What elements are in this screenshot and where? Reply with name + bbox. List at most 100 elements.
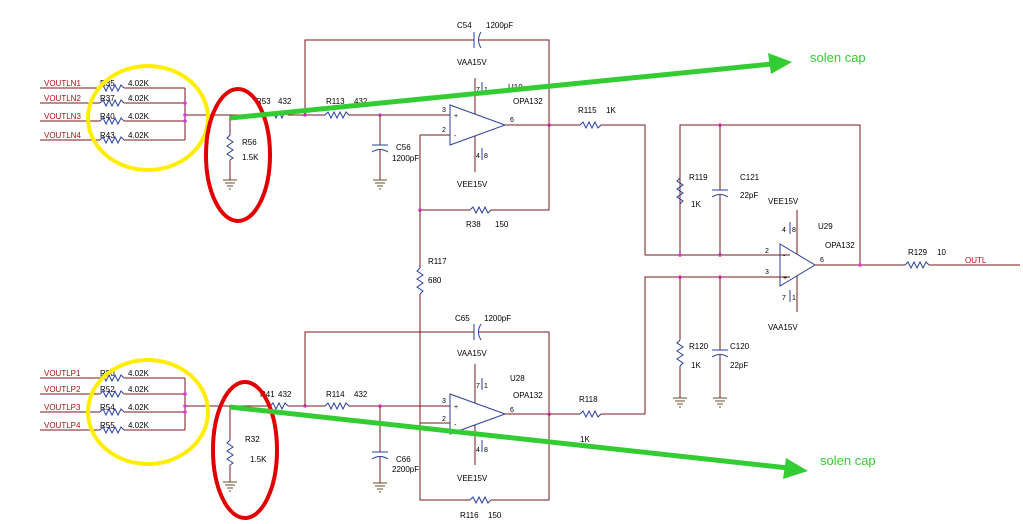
ref-r52: R52 xyxy=(100,385,115,394)
pin-u28-3: 3 xyxy=(442,398,446,405)
ref-r32: R32 xyxy=(245,435,260,444)
pin-u29-6: 6 xyxy=(820,257,824,264)
bottom-series-resistors: R41 432 R114 432 xyxy=(260,390,440,411)
net-voutlp1: VOUTLP1 xyxy=(44,369,81,378)
ref-r56: R56 xyxy=(242,138,257,147)
capacitor-c54: C54 1200pF xyxy=(304,21,550,125)
arrow-top xyxy=(229,53,792,121)
ref-c120: C120 xyxy=(730,342,750,351)
pin-u28-7: 7 xyxy=(476,383,480,390)
output-stage: R119 1K C121 22pF R120 1K C120 22pF - + … xyxy=(672,123,1020,408)
ref-c66: C66 xyxy=(396,455,411,464)
resistor-r118: R118 1K xyxy=(549,276,790,444)
svg-text:-: - xyxy=(783,253,786,260)
u28-vpos: VAA15V xyxy=(457,349,487,358)
val-c120: 22pF xyxy=(730,361,748,370)
u29-ref: U29 xyxy=(818,222,833,231)
val-r114: 432 xyxy=(354,390,368,399)
u29-part: OPA132 xyxy=(825,241,855,250)
svg-text:+: + xyxy=(783,275,787,282)
svg-text:-: - xyxy=(454,422,457,429)
pin-u29-7: 7 xyxy=(782,295,786,302)
val-r113: 432 xyxy=(354,97,368,106)
val-r50: 4.02K xyxy=(128,369,150,378)
arrow-bottom xyxy=(229,404,808,479)
val-r116: 150 xyxy=(488,511,502,520)
pin-u29-4: 4 xyxy=(782,227,786,234)
pin-u28-8: 8 xyxy=(484,447,488,454)
net-voutln2: VOUTLN2 xyxy=(44,94,81,103)
red-highlight-r32 xyxy=(211,380,279,520)
u10-part: OPA132 xyxy=(513,97,543,106)
ref-r120: R120 xyxy=(689,342,709,351)
ref-c65: C65 xyxy=(455,314,470,323)
ref-r114: R114 xyxy=(326,390,345,399)
svg-text:-: - xyxy=(454,133,457,140)
val-r56: 1.5K xyxy=(242,153,259,162)
pin-u28-6: 6 xyxy=(510,407,514,414)
pin-u28-2: 2 xyxy=(442,416,446,423)
bottom-input-network: VOUTLP1 VOUTLP2 VOUTLP3 VOUTLP4 R50 4.02… xyxy=(40,369,265,435)
net-voutlp4: VOUTLP4 xyxy=(44,421,81,430)
val-r52: 4.02K xyxy=(128,385,150,394)
ref-r35: R35 xyxy=(100,79,115,88)
pin-u10-7: 7 xyxy=(476,87,480,94)
ref-r43: R43 xyxy=(100,131,115,140)
ref-r116: R116 xyxy=(460,511,479,520)
u29-vpos: VAA15V xyxy=(768,323,798,332)
val-c121: 22pF xyxy=(740,191,758,200)
val-r117: 680 xyxy=(428,276,442,285)
ref-r119: R119 xyxy=(689,173,708,182)
net-voutln3: VOUTLN3 xyxy=(44,112,81,121)
resistor-r56: R56 1.5K xyxy=(222,115,259,190)
u28-vneg: VEE15V xyxy=(457,474,488,483)
u28-part: OPA132 xyxy=(513,391,543,400)
u29-vneg: VEE15V xyxy=(768,197,799,206)
resistor-r115: R115 1K xyxy=(549,106,790,256)
val-c66: 2200pF xyxy=(392,465,419,474)
val-c56: 1200pF xyxy=(392,154,419,163)
capacitor-c65: C65 1200pF xyxy=(304,314,550,414)
red-highlight-r56 xyxy=(204,87,272,223)
resistor-r32: R32 1.5K xyxy=(222,406,267,492)
val-r115: 1K xyxy=(606,106,616,115)
ref-r117: R117 xyxy=(428,257,447,266)
svg-text:+: + xyxy=(454,404,458,411)
ref-r37: R37 xyxy=(100,94,115,103)
val-r40: 4.02K xyxy=(128,112,150,121)
net-voutlp2: VOUTLP2 xyxy=(44,385,81,394)
val-r129: 10 xyxy=(937,248,946,257)
ref-r53: R53 xyxy=(256,97,271,106)
val-r54: 4.02K xyxy=(128,403,150,412)
ref-r38: R38 xyxy=(466,220,481,229)
val-r53: 432 xyxy=(278,97,292,106)
ref-r113: R113 xyxy=(326,97,345,106)
val-c54: 1200pF xyxy=(486,21,513,30)
resistor-r117: R117 680 xyxy=(416,210,447,423)
svg-text:+: + xyxy=(454,113,458,120)
net-voutln1: VOUTLN1 xyxy=(44,79,81,88)
ref-r115: R115 xyxy=(578,106,597,115)
pin-u28-1: 1 xyxy=(484,383,488,390)
capacitor-c56: C56 1200pF xyxy=(371,115,419,190)
ref-c121: C121 xyxy=(740,173,760,182)
opamp-u28: + - 3 2 6 7 1 4 8 VAA15V VEE15V U28 OPA1… xyxy=(420,349,551,483)
val-r55: 4.02K xyxy=(128,421,150,430)
ref-r41: R41 xyxy=(260,390,275,399)
val-r41: 432 xyxy=(278,390,292,399)
val-r120: 1K xyxy=(691,361,701,370)
ref-r118: R118 xyxy=(579,395,598,404)
pin-u10-8: 8 xyxy=(484,153,488,160)
annotations: solen cap solen cap xyxy=(86,50,876,520)
pin-u10-2: 2 xyxy=(442,127,446,134)
note-top: solen cap xyxy=(810,50,866,65)
ref-r55: R55 xyxy=(100,421,115,430)
pin-u10-3: 3 xyxy=(442,107,446,114)
capacitor-c66: C66 2200pF xyxy=(371,406,419,493)
net-outl: OUTL xyxy=(965,256,987,265)
note-bottom: solen cap xyxy=(820,453,876,468)
ref-r54: R54 xyxy=(100,403,115,412)
u10-vpos: VAA15V xyxy=(457,58,487,67)
val-r43: 4.02K xyxy=(128,131,150,140)
val-r118: 1K xyxy=(580,435,590,444)
